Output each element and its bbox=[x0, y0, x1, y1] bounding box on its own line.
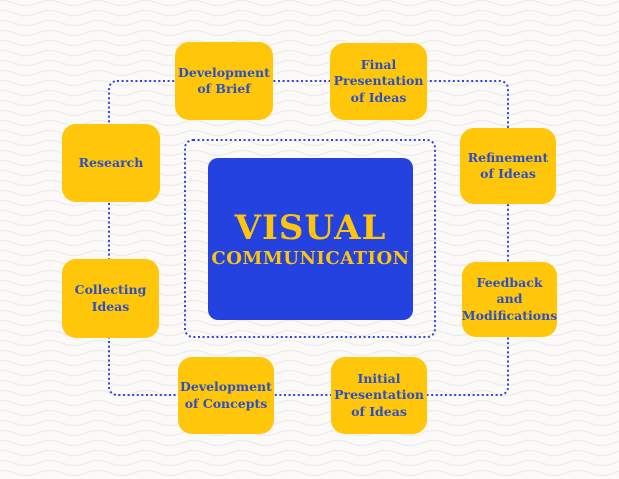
node-research: Research bbox=[62, 124, 160, 202]
node-development-of-concepts: Development of Concepts bbox=[178, 357, 274, 434]
node-label: Initial Presentation of Ideas bbox=[334, 371, 424, 419]
center-box: VISUAL COMMUNICATION bbox=[208, 158, 413, 320]
node-label: Development of Brief bbox=[178, 64, 270, 96]
node-development-of-brief: Development of Brief bbox=[175, 42, 273, 120]
node-feedback-and-modifications: Feedback and Modifications bbox=[462, 262, 557, 337]
node-label: Development of Concepts bbox=[180, 379, 272, 411]
node-final-presentation-of-ideas: Final Presentation of Ideas bbox=[330, 43, 427, 120]
node-label: Refinement of Ideas bbox=[467, 149, 549, 181]
outer-connector-path bbox=[108, 80, 509, 396]
node-initial-presentation-of-ideas: Initial Presentation of Ideas bbox=[331, 357, 427, 434]
node-label: Research bbox=[78, 154, 144, 170]
node-label: Collecting Ideas bbox=[74, 282, 147, 314]
node-refinement-of-ideas: Refinement of Ideas bbox=[460, 128, 556, 204]
center-title: VISUAL bbox=[234, 207, 387, 248]
center-subtitle: COMMUNICATION bbox=[211, 247, 410, 269]
node-label: Final Presentation of Ideas bbox=[333, 57, 424, 105]
node-collecting-ideas: Collecting Ideas bbox=[62, 259, 159, 338]
node-label: Feedback and Modifications bbox=[461, 275, 558, 323]
inner-connector-border bbox=[184, 139, 436, 338]
